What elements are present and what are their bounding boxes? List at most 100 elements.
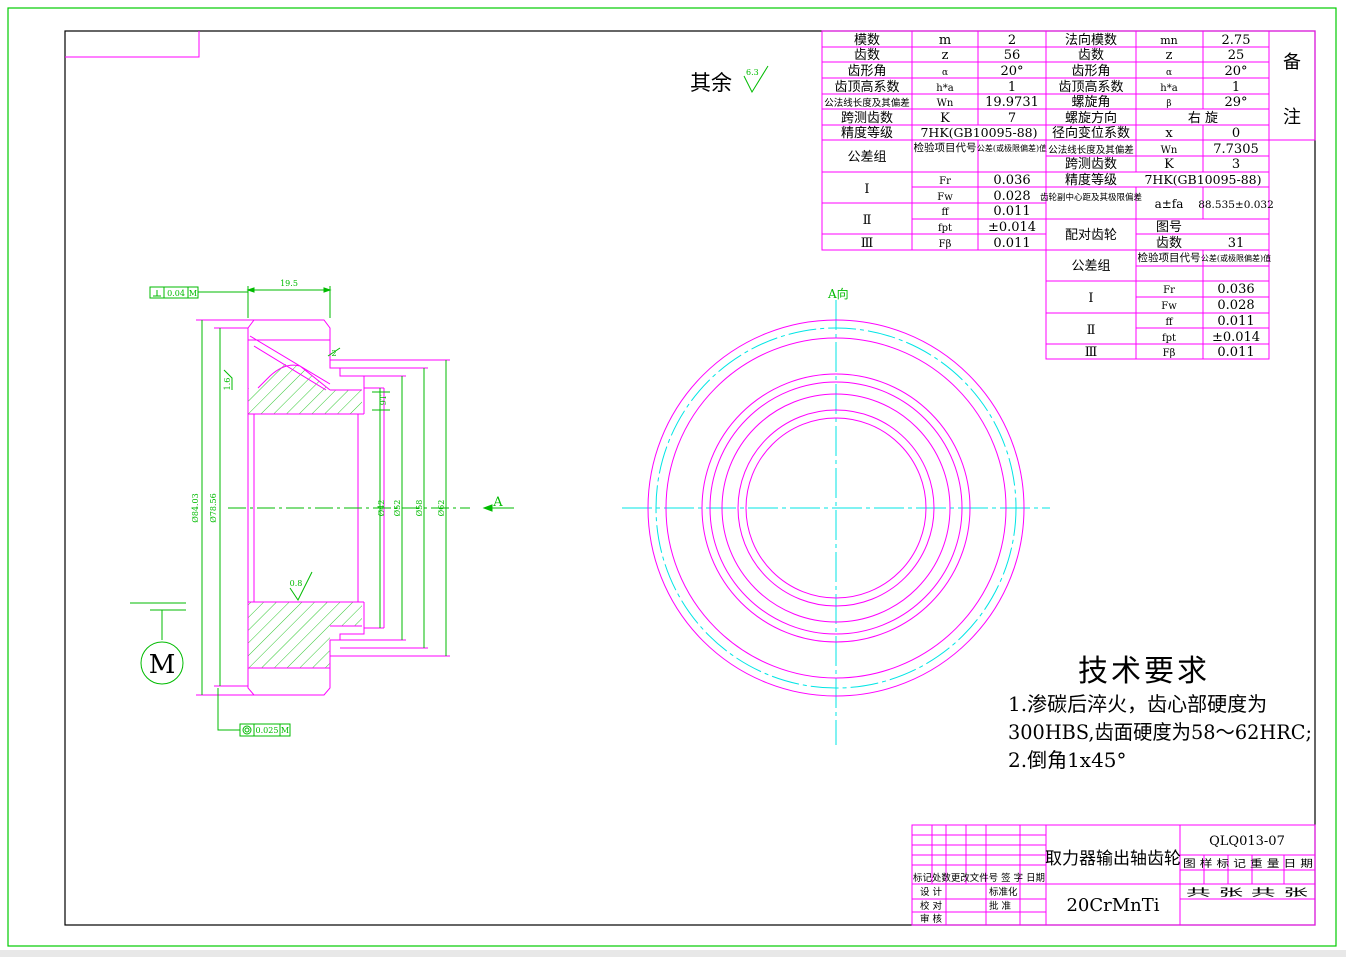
rt-g1-val1: ±0.014 <box>1212 330 1260 345</box>
lt-g2-val0: 0.011 <box>993 236 1030 251</box>
view-arrow-label: A <box>492 495 503 510</box>
lt-val-2: 20° <box>1000 64 1023 79</box>
rt-group-0: Ⅰ <box>1088 291 1093 306</box>
end-view-label: A向 <box>827 286 849 301</box>
roughness-symbol <box>743 65 769 94</box>
dim-d3: Ø42 <box>377 500 386 517</box>
rt-name-3: 齿顶高系数 <box>1058 79 1123 95</box>
part-name: 取力器输出轴齿轮 <box>1045 849 1181 869</box>
lt-g1-sym1: fpt <box>938 223 952 234</box>
sign-check: 校 对 <box>920 900 943 912</box>
roughness-value: 6.3 <box>746 68 759 77</box>
dim-d1: Ø84.03 <box>191 493 200 522</box>
rt-sym-7: Wn <box>1161 145 1178 156</box>
rev-headers: 标记处数更改文件号 签 字 日期 <box>913 872 1045 884</box>
rt-sym-6: x <box>1165 126 1173 141</box>
lt-g0-sym0: Fr <box>939 176 951 187</box>
lt-group-2: Ⅲ <box>861 236 874 251</box>
lt-name-4: 公法线长度及其偏差 <box>824 97 910 109</box>
pitch-circle <box>655 327 1017 689</box>
lt-g0-val0: 0.036 <box>993 173 1030 188</box>
lt-g2-sym0: Fβ <box>939 239 952 250</box>
datum-label: M <box>149 650 176 680</box>
rt-name-8: 跨测齿数 <box>1065 157 1117 172</box>
outer-circle <box>647 319 1025 697</box>
rt-tol-header: 公差(或极限偏差)值 <box>1201 253 1271 263</box>
lt-sym-5: K <box>940 111 950 126</box>
datum-circle <box>140 641 184 685</box>
hub-circle-1 <box>701 373 971 643</box>
roughness-label: 其余 <box>690 71 732 95</box>
rt-group-1: Ⅱ <box>1087 323 1096 338</box>
lt-name-5: 跨测齿数 <box>841 111 893 126</box>
lt-item-header: 检验项目代号 <box>914 141 977 154</box>
tol-bottom-datum: M <box>281 726 289 735</box>
lt-val-1: 56 <box>1004 48 1021 63</box>
rt-val-1: 25 <box>1228 48 1245 63</box>
hub-circle-3 <box>721 393 951 623</box>
left-parameter-table <box>821 30 1047 251</box>
rt-val-5: 右 旋 <box>1188 111 1218 126</box>
lt-sym-3: h*a <box>936 83 953 94</box>
dim-d2: Ø78.56 <box>209 493 218 522</box>
remarks-bottom: 注 <box>1283 107 1301 128</box>
rt-name-4: 螺旋角 <box>1071 95 1110 110</box>
lt-sym-2: α <box>942 68 948 78</box>
tech-req-title: 技术要求 <box>1078 654 1210 689</box>
dim-small: 2 <box>331 349 336 358</box>
lt-g1-val0: 0.011 <box>993 204 1030 219</box>
section-view: 0.04 M 0.025 M 19.5 2 0.8 Ø84.03 Ø78.56 … <box>130 279 514 737</box>
lt-val-3: 1 <box>1008 80 1016 95</box>
lt-tol-header: 公差(或极限偏差)值 <box>977 143 1047 153</box>
rough-1: 1.6 <box>223 378 232 391</box>
rt-group-label: 公差组 <box>1071 259 1110 274</box>
lt-name-3: 齿顶高系数 <box>834 79 899 95</box>
rt-g1-sym0: ff <box>1165 317 1173 328</box>
lt-name-0: 模数 <box>854 33 880 48</box>
rt-g0-val1: 0.028 <box>1217 298 1254 313</box>
rt-val-0: 2.75 <box>1222 33 1251 48</box>
rough-2: 0.8 <box>290 579 303 588</box>
rt-val-7: 7.7305 <box>1213 142 1259 157</box>
bottom-scrollbar[interactable] <box>0 950 1346 957</box>
gear-outline-left <box>247 319 365 696</box>
tol-top-value: 0.04 <box>167 289 185 298</box>
left-table-text: 模数 m 2 齿数 z 56 齿形角 α 20° 齿顶高系数 h*a 1 公法线… <box>824 33 1047 251</box>
rt-g2-sym0: Fβ <box>1163 348 1176 359</box>
tech-req-line-1: 1.渗碳后淬火，齿心部硬度为 <box>1008 692 1267 716</box>
rt-center-val: 88.535±0.032 <box>1198 199 1274 211</box>
end-view: A向 <box>622 286 1050 745</box>
lt-g0-sym1: Fw <box>937 192 953 203</box>
rt-val-8: 3 <box>1232 157 1240 172</box>
title-block <box>911 824 1316 926</box>
dim-chamfer: 9T <box>379 394 388 405</box>
helical-groove <box>249 335 331 391</box>
rt-group-2: Ⅲ <box>1085 345 1098 360</box>
bore-circle-1 <box>737 409 935 607</box>
dim-d6: Ø62 <box>437 500 446 517</box>
lt-group-0: Ⅰ <box>864 182 869 197</box>
rt-center-label: 齿轮副中心距及其极限偏差 <box>1040 192 1142 203</box>
lt-g1-sym0: ff <box>941 207 949 218</box>
rt-item-header: 检验项目代号 <box>1138 251 1201 264</box>
rt-val-4: 29° <box>1224 95 1247 110</box>
section-hatch-top <box>248 364 362 414</box>
dim-width: 19.5 <box>280 279 298 288</box>
lt-group-1: Ⅱ <box>863 213 872 228</box>
root-circle <box>665 337 1007 679</box>
sign-review: 审 核 <box>920 913 943 925</box>
rt-g0-val0: 0.036 <box>1217 282 1254 297</box>
rt-center-sym: a±fa <box>1155 197 1184 211</box>
lt-val-0: 2 <box>1008 33 1016 48</box>
rt-name-1: 齿数 <box>1078 48 1104 63</box>
rt-name-5: 螺旋方向 <box>1065 110 1117 126</box>
drawing-frame <box>64 30 1316 926</box>
rt-name-6: 径向变位系数 <box>1052 125 1130 141</box>
sign-standard: 标准化 <box>989 886 1018 898</box>
right-parameter-table <box>1045 30 1316 360</box>
rt-sym-1: z <box>1166 48 1173 63</box>
sign-approve: 批 准 <box>989 900 1012 912</box>
rt-name-0: 法向模数 <box>1065 32 1117 48</box>
lt-sym-0: m <box>939 33 951 48</box>
stage-headers: 图 样 标 记 重 量 日 期 <box>1183 857 1313 870</box>
